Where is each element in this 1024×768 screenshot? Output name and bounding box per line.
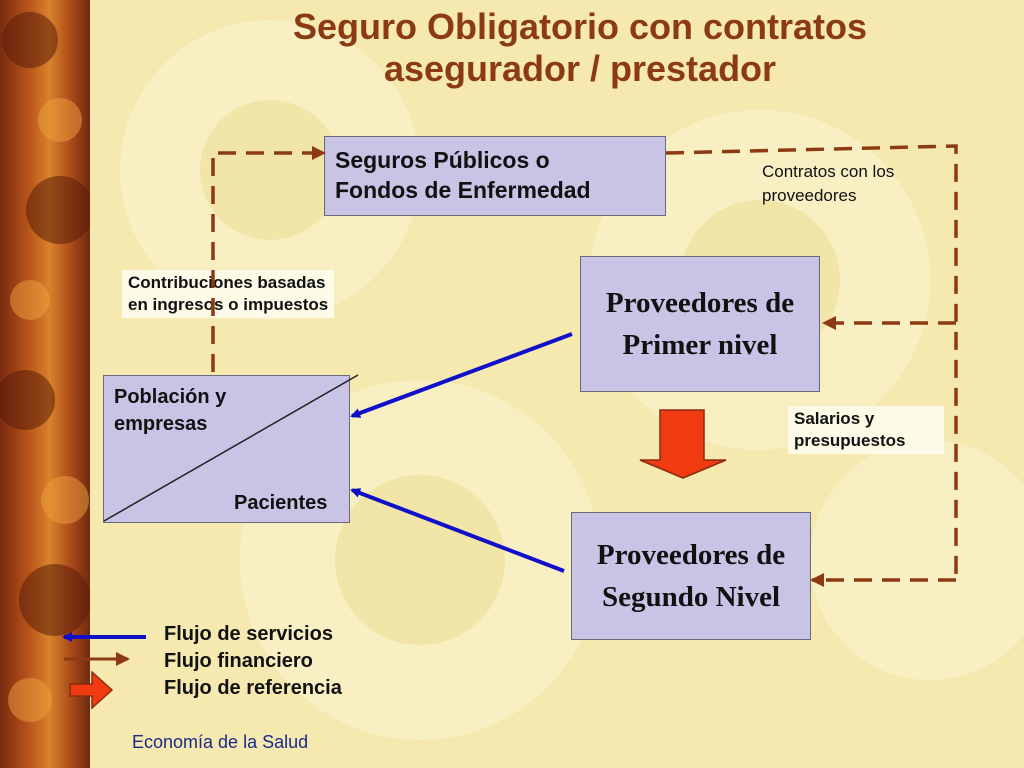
service-flow-segundo (350, 488, 565, 573)
contratos-label: Contratos con los proveedores (762, 160, 894, 208)
legend-referral-arrow-icon (69, 670, 114, 710)
fondos-line-2: Fondos de Enfermedad (335, 177, 591, 203)
salarios-line-1: Salarios y (794, 409, 875, 428)
gear-icon (38, 98, 82, 142)
legend-servicios: Flujo de servicios (164, 623, 333, 645)
service-flow-primer (350, 332, 573, 418)
segundo-line-2: Segundo Nivel (601, 581, 781, 613)
slide-title: Seguro Obligatorio con contratos asegura… (180, 6, 980, 90)
financial-flow-contracts (665, 144, 958, 580)
gear-hub-icon (200, 100, 340, 240)
fondos-box: Seguros Públicos o Fondos de Enfermedad (324, 136, 666, 216)
pacientes-label: Pacientes (234, 492, 328, 514)
footer-text: Economía de la Salud (132, 732, 309, 752)
contribuciones-line-2: en ingresos o impuestos (128, 295, 329, 314)
poblacion-line-2: empresas (114, 413, 208, 435)
gear-icon (26, 176, 90, 244)
title-line-1: Seguro Obligatorio con contratos (292, 6, 868, 47)
contratos-line-2: proveedores (762, 186, 857, 205)
poblacion-line-1: Población y (114, 386, 227, 408)
gear-icon (8, 678, 52, 722)
salarios-label: Salarios y presupuestos (788, 406, 944, 454)
gear-icon (10, 280, 50, 320)
poblacion-box: Población y empresas Pacientes (103, 375, 350, 523)
gear-icon (810, 440, 1024, 680)
fondos-line-1: Seguros Públicos o (335, 147, 550, 173)
gear-icon (41, 476, 89, 524)
segundo-line-1: Proveedores de (596, 539, 786, 571)
contribuciones-line-1: Contribuciones basadas (128, 273, 326, 292)
primer-nivel-box: Proveedores de Primer nivel (580, 256, 820, 392)
gear-icon (0, 370, 55, 430)
gear-icon (19, 564, 90, 636)
strip-gears (0, 12, 90, 722)
contribuciones-label: Contribuciones basadas en ingresos o imp… (122, 270, 335, 318)
title-line-2: asegurador / prestador (383, 48, 777, 89)
legend-financiero: Flujo financiero (164, 650, 313, 672)
gear-hub-icon (335, 475, 505, 645)
salarios-line-2: presupuestos (794, 431, 906, 450)
financial-flow-contributions (211, 146, 326, 372)
poblacion-diagonal (103, 374, 359, 522)
primer-line-2: Primer nivel (622, 329, 778, 361)
gear-icon (2, 12, 58, 68)
contratos-line-1: Contratos con los (762, 162, 895, 181)
segundo-nivel-box: Proveedores de Segundo Nivel (571, 512, 811, 640)
legend-referencia: Flujo de referencia (164, 677, 342, 699)
referral-arrow (639, 409, 727, 479)
primer-line-1: Proveedores de (605, 287, 795, 319)
